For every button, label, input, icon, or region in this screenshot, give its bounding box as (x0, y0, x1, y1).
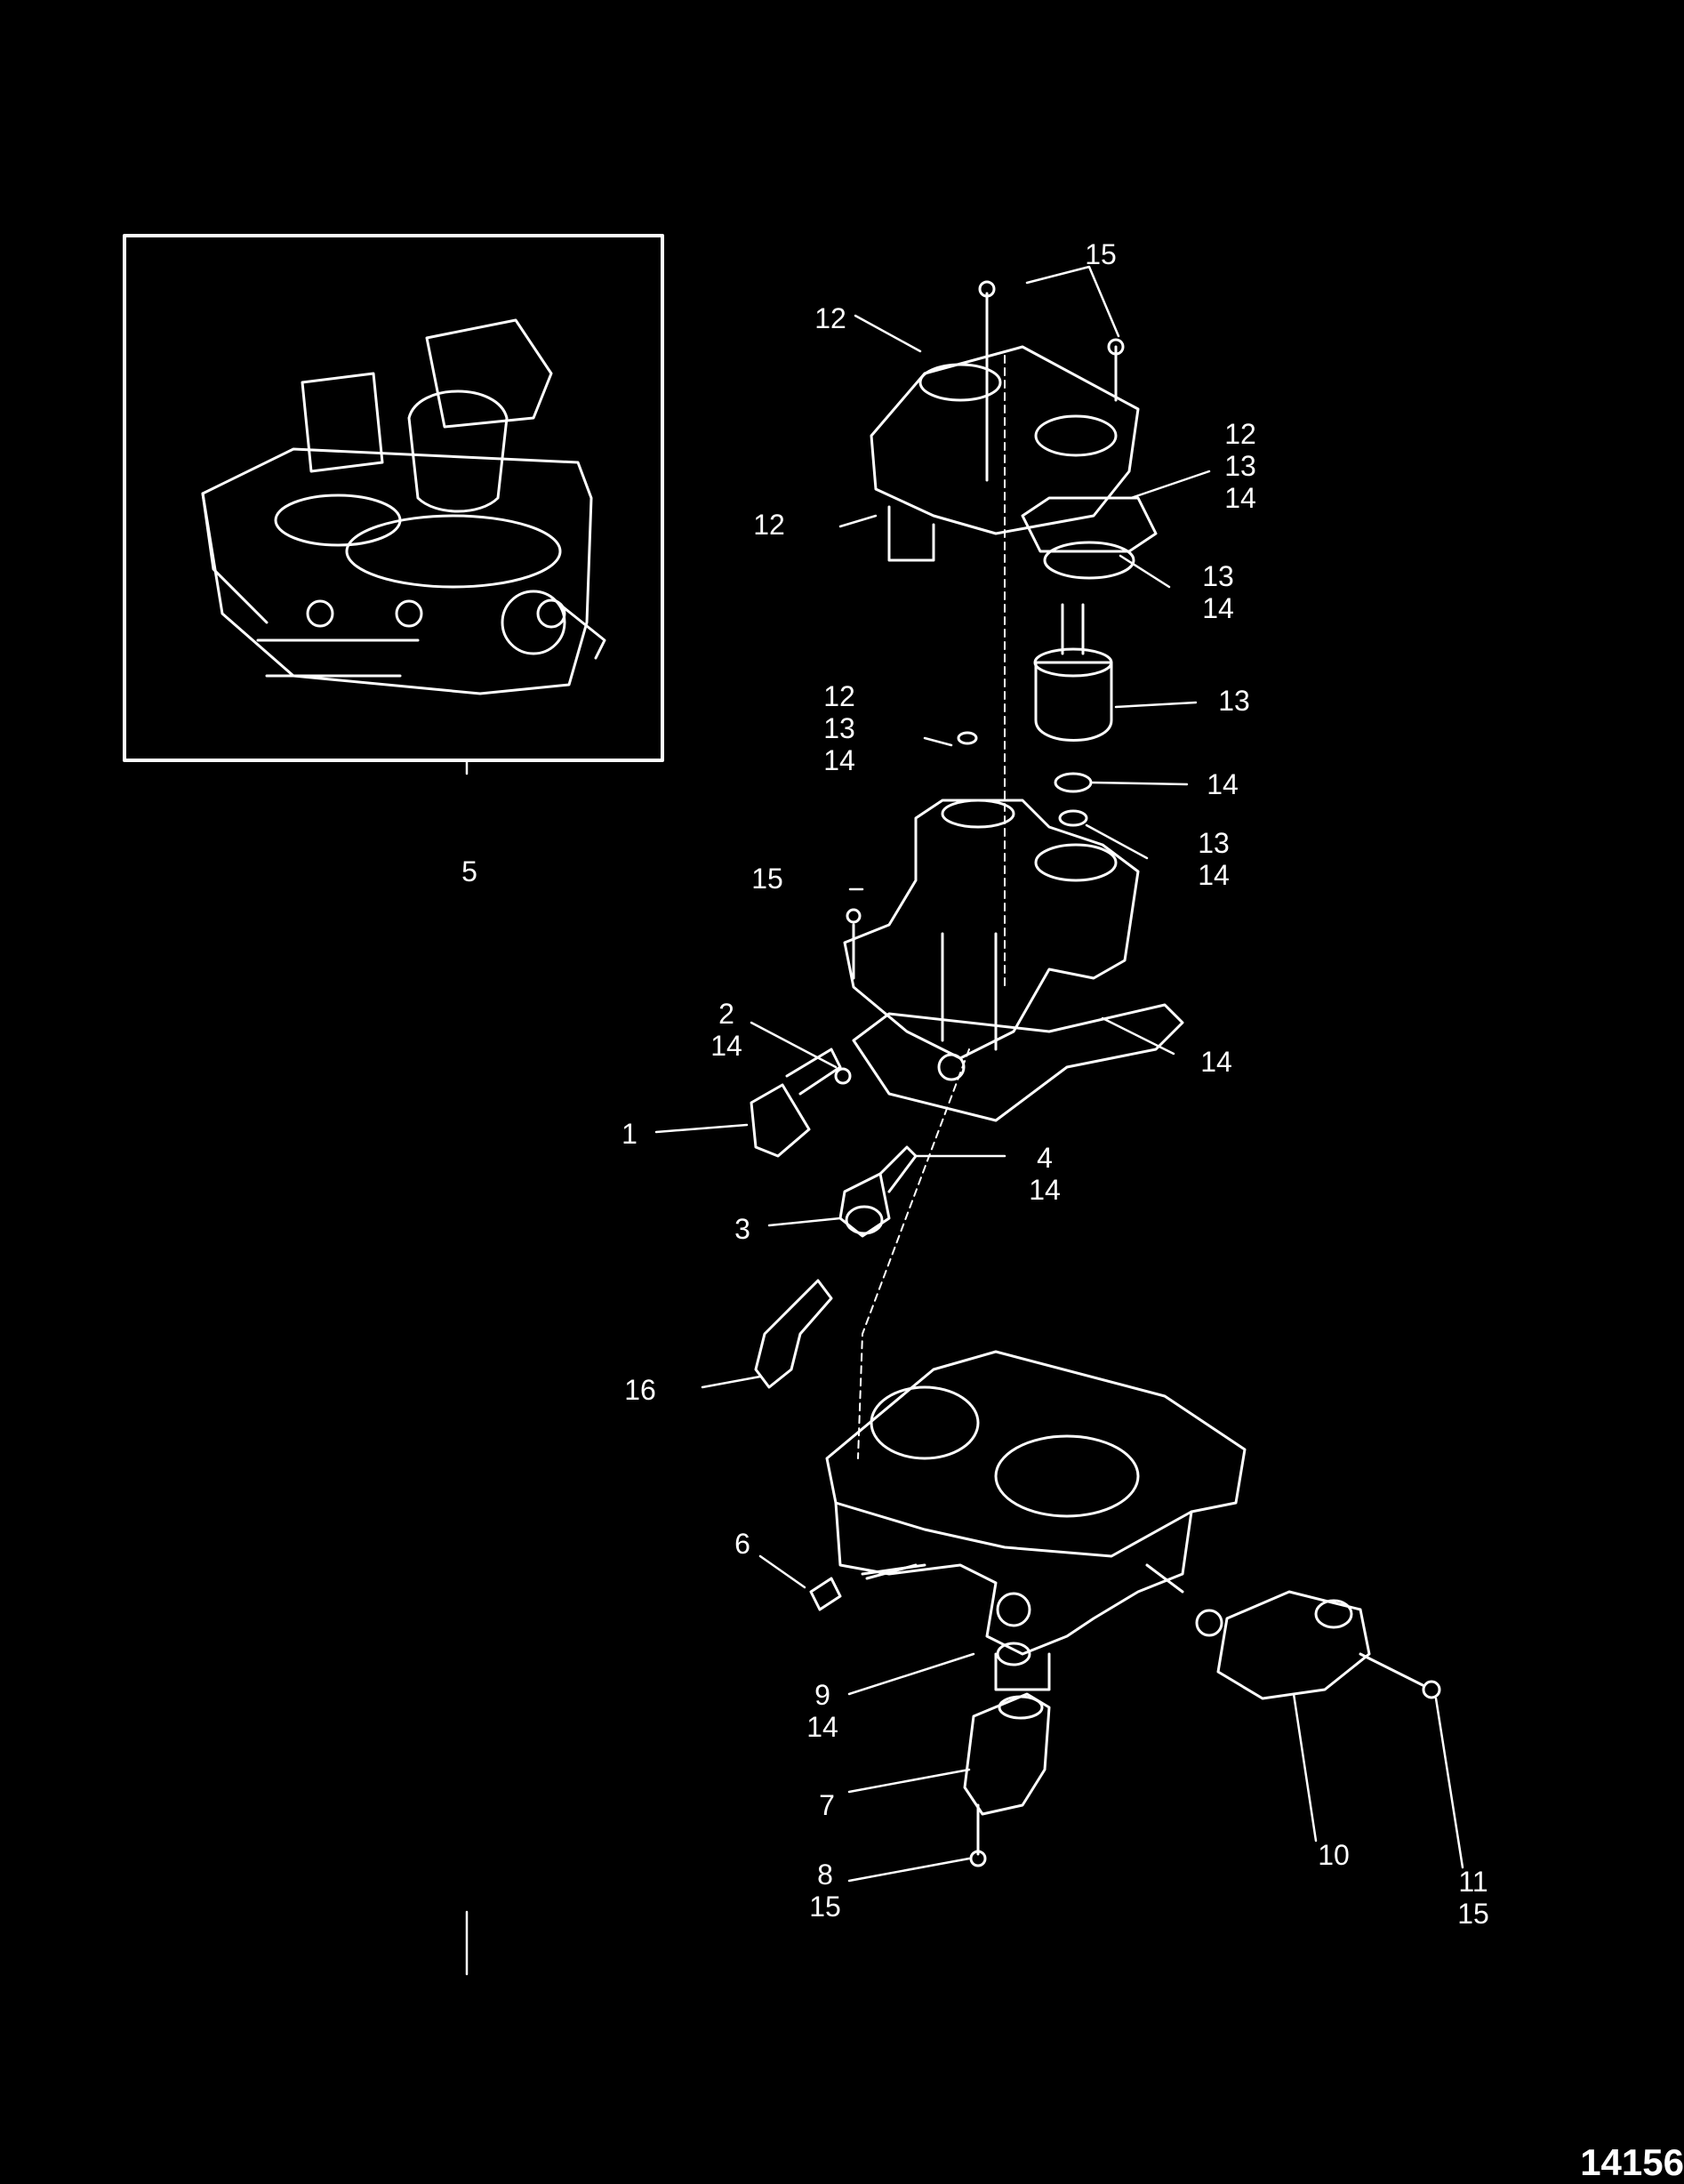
callout-15-top: 15 (1085, 238, 1117, 270)
figure-number: 14156 (1580, 2141, 1684, 2183)
callout-12-top: 12 (814, 302, 846, 334)
inset-frame (123, 234, 664, 762)
alignment-lines (857, 355, 1006, 1459)
inset-assembly-view (123, 234, 664, 762)
callout-13-injector: 13 (1218, 685, 1250, 717)
callout-10: 10 (1318, 1839, 1350, 1871)
fuel-injector (1033, 603, 1113, 827)
callout-5: 5 (461, 855, 477, 887)
cover-gaskets (1021, 496, 1158, 580)
assembled-throttle-body (201, 318, 606, 695)
callout-3: 3 (734, 1213, 750, 1245)
fuel-meter-body (843, 731, 1184, 1122)
callout-1: 1 (621, 1118, 638, 1150)
leader-lines (465, 265, 1464, 1976)
callout-7: 7 (819, 1789, 835, 1821)
plug (809, 1563, 918, 1611)
fuel-inlet-fitting (750, 1048, 852, 1158)
throttle-position-sensor (1195, 1590, 1441, 1700)
callout-15-screw: 15 (751, 863, 783, 895)
fuel-outlet-fitting (838, 1145, 918, 1238)
fuel-hose-fitting (754, 1279, 833, 1389)
callout-12-cover: 12 (753, 509, 785, 541)
callout-16: 16 (624, 1374, 656, 1406)
callout-14-filter: 14 (1207, 768, 1239, 800)
fuel-meter-cover (870, 280, 1140, 562)
throttle-body (825, 1350, 1247, 1691)
callout-14-gasket: 14 (1200, 1046, 1232, 1078)
callout-6: 6 (734, 1528, 750, 1560)
idle-air-control-valve (963, 1642, 1051, 1867)
